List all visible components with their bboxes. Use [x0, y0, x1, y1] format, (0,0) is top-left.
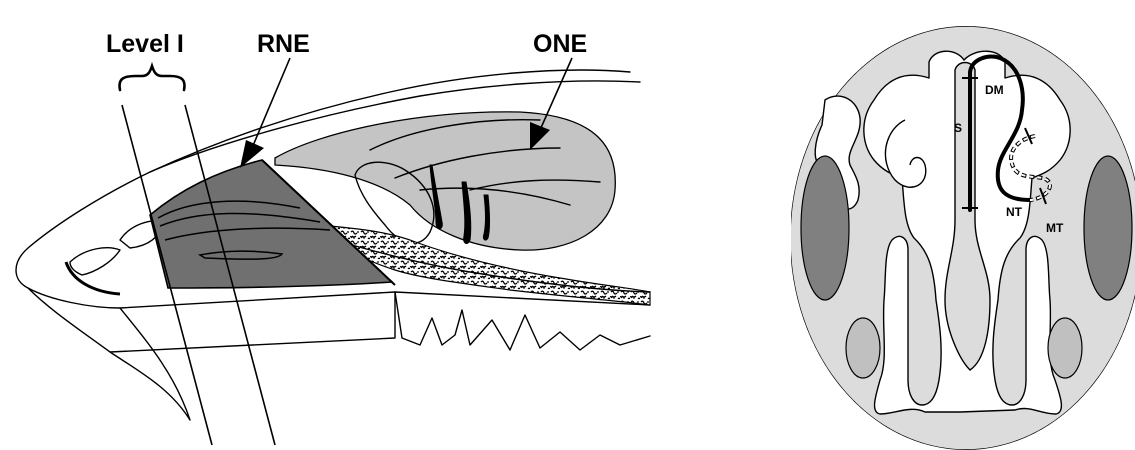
right-lateral-light	[1048, 318, 1082, 378]
nostril-feature	[70, 248, 120, 275]
nt-label: NT	[1006, 205, 1023, 219]
right-lateral-dark	[1084, 156, 1132, 300]
nostril-stroke	[66, 262, 120, 294]
mt-label: MT	[1046, 221, 1064, 235]
level-label: Level I	[106, 30, 184, 58]
dm-label: DM	[985, 83, 1004, 97]
rne-label: RNE	[257, 30, 310, 58]
lower-jaw-outline	[28, 288, 395, 420]
rne-arrow	[240, 58, 290, 168]
one-label: ONE	[533, 30, 587, 58]
left-lateral-dark	[801, 156, 849, 300]
sagittal-snout-diagram: Level I RNE ONE	[16, 30, 650, 445]
level-brace	[120, 66, 185, 90]
s-label: S	[954, 121, 962, 135]
left-lateral-light	[846, 318, 880, 378]
cross-section-diagram: DM S NT MT	[790, 26, 1135, 450]
